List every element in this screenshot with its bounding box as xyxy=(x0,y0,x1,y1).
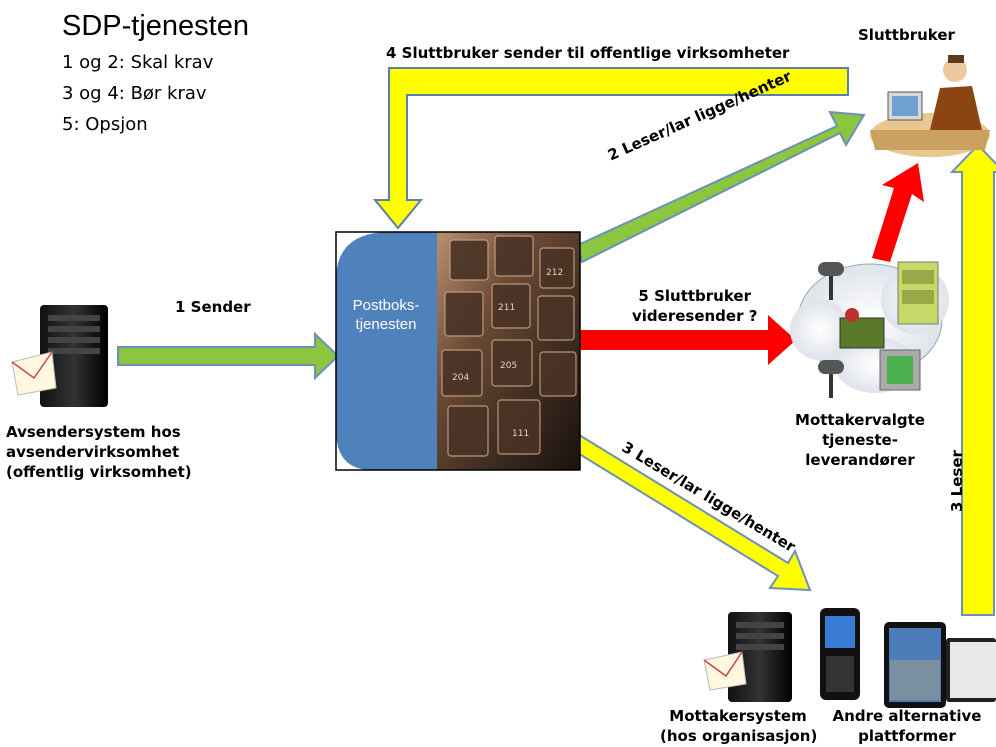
postbox-blue-shape xyxy=(336,232,437,470)
legend-line-2: 3 og 4: Bør krav xyxy=(62,83,207,104)
laptop-icon xyxy=(946,638,996,702)
arrow-4-path xyxy=(372,67,849,230)
phone-icon xyxy=(820,608,860,700)
postbox-label: Postboks- tjenesten xyxy=(352,297,420,333)
legend-line-3: 5: Opsjon xyxy=(62,114,148,135)
mailbox-number-4: 204 xyxy=(452,373,469,383)
platforms-label: Andre alternative plattformer xyxy=(832,707,982,745)
arrow-5-label: 5 Sluttbruker videresender ? xyxy=(632,287,758,325)
sender-label: Avsendersystem hos avsendervirksomhet (o… xyxy=(6,423,192,481)
arrow-4-label: 4 Sluttbruker sender til offentlige virk… xyxy=(386,44,790,62)
end-user-label: Sluttbruker xyxy=(858,26,955,44)
arrow-3b-path xyxy=(949,143,996,616)
arrow-1-label: 1 Sender xyxy=(175,298,251,316)
mailbox-grid xyxy=(441,235,577,457)
arrow-up-red-path xyxy=(872,163,924,262)
arrow-2-path xyxy=(576,110,866,264)
page-title: SDP-tjenesten xyxy=(62,10,249,42)
arrow-3b-label: 3 Leser xyxy=(948,450,966,512)
arrow-3-path xyxy=(566,431,812,592)
providers-cloud-icon xyxy=(790,261,949,398)
end-user-icon xyxy=(870,55,990,157)
arrow-1-path xyxy=(117,331,340,381)
providers-label: Mottakervalgte tjeneste- leverandører xyxy=(795,411,925,469)
tablet-icon xyxy=(884,622,946,708)
mailbox-number-3: 205 xyxy=(500,361,517,371)
sender-server-icon xyxy=(11,305,108,407)
mailbox-number-5: 111 xyxy=(512,429,529,439)
mailbox-number-1: 211 xyxy=(498,303,515,313)
arrow-5-path xyxy=(578,315,796,365)
receiver-label: Mottakersystem (hos organisasjon) xyxy=(660,707,818,745)
legend-line-1: 1 og 2: Skal krav xyxy=(62,52,214,73)
mailbox-number-2: 212 xyxy=(546,268,563,278)
receiver-server-icon xyxy=(703,612,792,702)
